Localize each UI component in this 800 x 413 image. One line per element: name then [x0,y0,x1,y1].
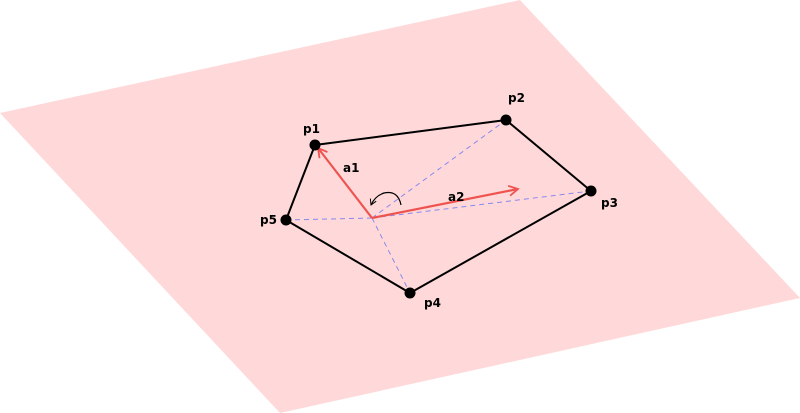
vertex-p1 [309,139,321,151]
angle-arc [369,191,402,206]
label-a1: a1 [343,161,359,175]
label-p5: p5 [260,213,277,227]
vertex-p4 [404,287,416,299]
vector-a1 [316,146,373,219]
helper-line-p2 [371,119,507,219]
vertex-p2 [500,114,512,126]
vertex-p3 [585,185,597,197]
label-p1: p1 [303,122,320,136]
vertex-p5 [280,214,292,226]
label-p2: p2 [508,91,525,105]
helper-lines [285,119,592,294]
polygon-outline [285,119,592,294]
vertices [280,114,597,299]
label-a2: a2 [448,190,464,204]
label-p3: p3 [601,196,618,210]
label-p4: p4 [424,296,441,310]
vector-a2 [371,184,520,220]
helper-line-p3 [371,190,592,219]
